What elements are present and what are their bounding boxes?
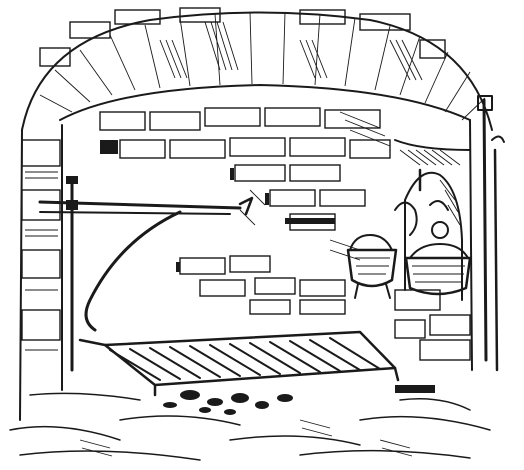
right-jamb bbox=[394, 119, 473, 371]
fire-grate bbox=[78, 330, 400, 397]
cooking-pot-left bbox=[346, 234, 398, 299]
fire-tools bbox=[477, 95, 505, 372]
back-wall-shading bbox=[100, 111, 391, 272]
pot-hanger bbox=[394, 168, 449, 239]
arch bbox=[21, 7, 493, 131]
hearth bbox=[9, 385, 491, 461]
left-jamb bbox=[19, 124, 63, 421]
embers bbox=[163, 390, 293, 415]
back-wall-bricks bbox=[99, 107, 391, 315]
arch-shading bbox=[159, 21, 423, 81]
arch-bricks bbox=[39, 11, 486, 121]
top-bricks bbox=[39, 7, 446, 67]
crane bbox=[38, 176, 254, 372]
alcove bbox=[404, 171, 463, 301]
cooking-pot-right bbox=[404, 243, 472, 296]
